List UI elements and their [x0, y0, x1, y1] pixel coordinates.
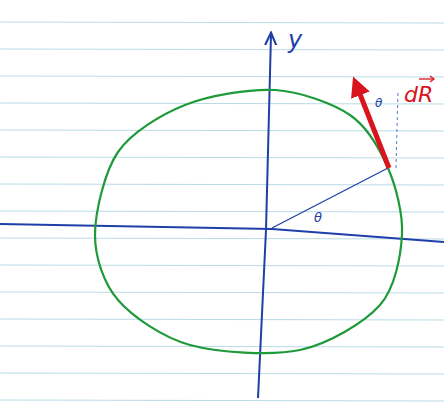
radius-line: [272, 168, 388, 228]
ruled-line: [0, 373, 444, 374]
y-axis: [258, 34, 271, 398]
closed-curve: [95, 90, 402, 353]
ruled-paper: [0, 22, 444, 401]
tangent-vector: [356, 84, 389, 168]
ruled-line: [0, 49, 444, 50]
ruled-line: [0, 130, 444, 131]
ruled-line: [0, 292, 444, 293]
ruled-line: [0, 211, 444, 212]
ruled-line: [0, 400, 444, 401]
x-axis: [0, 224, 444, 242]
ruled-line: [0, 238, 444, 239]
ruled-line: [0, 265, 444, 266]
ruled-line: [0, 346, 444, 347]
ruled-line: [0, 22, 444, 23]
ruled-line: [0, 76, 444, 77]
ruled-line: [0, 319, 444, 320]
vertical-reference: [396, 90, 398, 168]
vector-accent: [419, 78, 434, 79]
vector-label: dR: [404, 84, 433, 106]
axis-label: y: [288, 28, 302, 52]
ruled-line: [0, 157, 444, 158]
illustration: [0, 34, 444, 398]
angle-label: θ: [375, 97, 382, 109]
ruled-line: [0, 184, 444, 185]
vector-accent: [430, 76, 434, 82]
angle-label: θ: [314, 211, 322, 224]
